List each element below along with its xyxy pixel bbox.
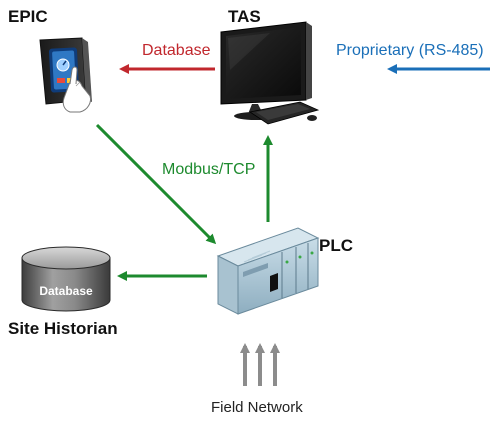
database-cylinder-icon xyxy=(21,246,111,312)
site-historian-title: Site Historian xyxy=(8,319,118,338)
epic-title: EPIC xyxy=(8,7,48,26)
epic-device-icon xyxy=(39,37,92,113)
tas-title: TAS xyxy=(228,7,261,26)
database-cylinder-label: Database xyxy=(39,284,93,298)
modbus-link-label: Modbus/TCP xyxy=(162,161,256,178)
tas-monitor-icon xyxy=(220,21,320,125)
epic-to-plc-arrow xyxy=(95,123,217,245)
field-network-label: Field Network xyxy=(211,399,303,416)
plc-title: PLC xyxy=(319,236,353,255)
database-link-label: Database xyxy=(142,42,211,59)
proprietary-link-label: Proprietary (RS-485) xyxy=(336,42,484,59)
plc-device-icon xyxy=(216,227,320,315)
